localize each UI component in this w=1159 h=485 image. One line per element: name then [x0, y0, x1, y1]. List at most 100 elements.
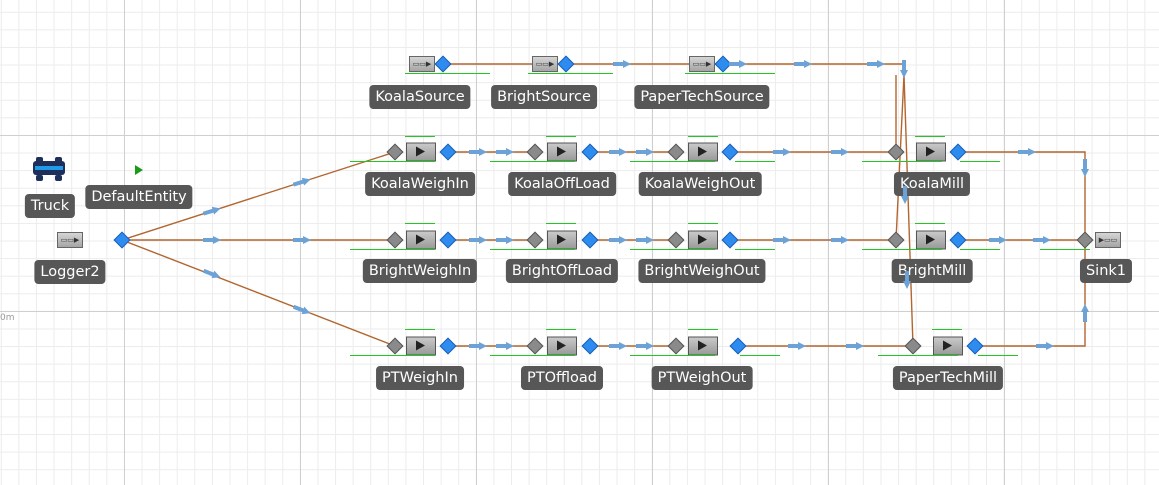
flow-arrow-icon	[1081, 159, 1089, 177]
flow-arrow-icon	[496, 342, 514, 350]
connector	[895, 74, 905, 241]
pt-weigh-out-label[interactable]: PTWeighOut	[651, 366, 753, 390]
ruler-marker: 0m	[0, 313, 15, 323]
queue-line	[630, 161, 715, 162]
flow-arrow-icon	[469, 342, 487, 350]
flow-arrow-icon	[1036, 342, 1054, 350]
truck-icon[interactable]	[33, 157, 65, 181]
queue-line	[862, 161, 942, 162]
connector	[958, 151, 1086, 240]
flow-arrow-icon	[773, 236, 791, 244]
flow-arrow-icon	[636, 236, 654, 244]
koala-weigh-in-label[interactable]: KoalaWeighIn	[365, 172, 475, 196]
bright-offload-label[interactable]: BrightOffLoad	[505, 259, 619, 283]
logger2-label[interactable]: Logger2	[34, 260, 106, 284]
papertech-source-icon[interactable]: ▭▭▶	[689, 56, 715, 72]
queue-line	[735, 161, 775, 162]
koala-weigh-out-server-icon[interactable]	[688, 142, 718, 162]
flow-arrow-icon	[831, 236, 849, 244]
papertech-source-label[interactable]: PaperTechSource	[634, 85, 770, 109]
flow-arrow-icon	[609, 236, 627, 244]
processing-line	[915, 223, 945, 224]
queue-line	[630, 249, 715, 250]
flow-arrow-icon	[867, 60, 885, 68]
flow-arrow-icon	[613, 60, 631, 68]
bright-source-label[interactable]: BrightSource	[491, 85, 597, 109]
flow-arrow-icon	[293, 236, 311, 244]
papertech-mill-label[interactable]: PaperTechMill	[892, 366, 1004, 390]
queue-line	[862, 249, 942, 250]
pt-weigh-in-label[interactable]: PTWeighIn	[376, 366, 464, 390]
flow-arrow-icon	[773, 148, 791, 156]
queue-line	[1040, 249, 1090, 250]
connector	[121, 151, 396, 241]
koala-mill-server-icon[interactable]	[916, 142, 946, 162]
queue-line	[630, 355, 715, 356]
flow-arrow-icon	[901, 186, 909, 204]
queue-line	[878, 355, 958, 356]
connector	[975, 240, 1086, 347]
flow-arrow-icon	[831, 148, 849, 156]
bright-weigh-in-server-icon[interactable]	[406, 230, 436, 250]
queue-line	[490, 355, 575, 356]
pt-weigh-out-server-icon[interactable]	[688, 336, 718, 356]
flow-arrow-icon	[794, 60, 812, 68]
processing-line	[546, 329, 576, 330]
flow-arrow-icon	[729, 60, 747, 68]
queue-line	[960, 249, 1000, 250]
default-entity-label[interactable]: DefaultEntity	[85, 185, 193, 209]
bright-mill-server-icon[interactable]	[916, 230, 946, 250]
processing-line	[405, 223, 435, 224]
flow-arrow-icon	[496, 236, 514, 244]
flow-arrow-icon	[846, 342, 864, 350]
koala-mill-label[interactable]: KoalaMill	[893, 172, 971, 196]
queue-line	[960, 161, 1000, 162]
connector	[121, 239, 396, 347]
pt-offload-label[interactable]: PTOffload	[521, 366, 603, 390]
bright-offload-server-icon[interactable]	[547, 230, 577, 250]
flow-arrow-icon	[469, 148, 487, 156]
pt-offload-server-icon[interactable]	[547, 336, 577, 356]
processing-line	[546, 136, 576, 137]
flow-arrow-icon	[1081, 304, 1089, 322]
pt-weigh-in-server-icon[interactable]	[406, 336, 436, 356]
koala-offload-server-icon[interactable]	[547, 142, 577, 162]
papertech-mill-server-icon[interactable]	[933, 336, 963, 356]
truck-label[interactable]: Truck	[24, 194, 76, 218]
processing-line	[688, 136, 718, 137]
bright-weigh-in-label[interactable]: BrightWeighIn	[362, 259, 478, 283]
flow-arrow-icon	[788, 342, 806, 350]
bright-weigh-out-label[interactable]: BrightWeighOut	[638, 259, 766, 283]
flow-arrow-icon	[469, 236, 487, 244]
bright-weigh-out-server-icon[interactable]	[688, 230, 718, 250]
koala-source-icon[interactable]: ▭▭▶	[409, 56, 435, 72]
queue-line	[978, 355, 1018, 356]
flow-arrow-icon	[609, 342, 627, 350]
flow-arrow-icon	[903, 271, 911, 289]
koala-weigh-in-server-icon[interactable]	[406, 142, 436, 162]
flow-arrow-icon	[989, 236, 1007, 244]
flow-arrow-icon	[203, 236, 221, 244]
queue-line	[490, 249, 575, 250]
sink-icon[interactable]: ▶▭▭	[1095, 232, 1121, 248]
default-entity-icon[interactable]	[135, 165, 143, 175]
koala-offload-label[interactable]: KoalaOffLoad	[508, 172, 616, 196]
processing-line	[932, 329, 962, 330]
queue-line	[350, 161, 435, 162]
queue-line	[685, 73, 775, 74]
sink1-label[interactable]: Sink1	[1079, 259, 1133, 283]
koala-source-label[interactable]: KoalaSource	[369, 85, 471, 109]
bright-source-icon[interactable]: ▭▭▶	[532, 56, 558, 72]
queue-line	[528, 73, 613, 74]
queue-line	[740, 355, 780, 356]
flow-arrow-icon	[636, 148, 654, 156]
queue-line	[350, 355, 435, 356]
koala-weigh-out-label[interactable]: KoalaWeighOut	[638, 172, 762, 196]
processing-line	[915, 136, 945, 137]
queue-line	[405, 73, 490, 74]
logger-icon[interactable]: ▭▭▶	[57, 232, 83, 248]
flow-arrow-icon	[900, 60, 908, 78]
connector	[903, 74, 914, 347]
flow-arrow-icon	[1018, 148, 1036, 156]
